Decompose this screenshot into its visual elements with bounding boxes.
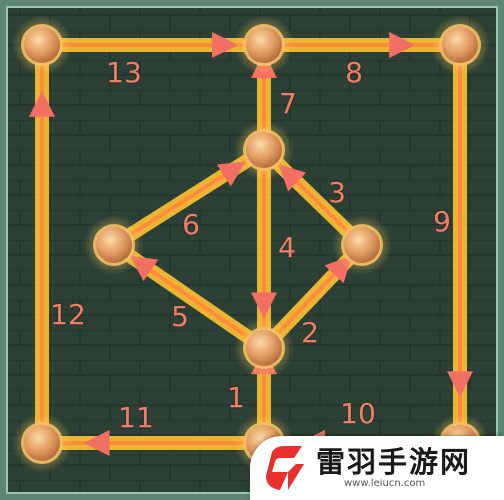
node-top-right[interactable] — [430, 15, 490, 75]
arrow-11-icon — [83, 430, 110, 456]
arrow-4-icon — [251, 292, 277, 319]
lightning-logo-icon — [266, 446, 304, 490]
node-top-left[interactable] — [12, 15, 72, 75]
arrow-13-icon — [212, 32, 239, 58]
node-bottom-left[interactable] — [12, 413, 72, 473]
node-center-low[interactable] — [234, 318, 294, 378]
node-right-mid[interactable] — [332, 215, 392, 275]
watermark-text: 雷羽手游网 www.leiucn.com — [316, 445, 472, 489]
node-center-high[interactable] — [234, 120, 294, 180]
watermark-banner: 雷羽手游网 www.leiucn.com — [250, 436, 504, 500]
node-ball — [246, 27, 282, 63]
watermark-url: www.leiucn.com — [344, 477, 426, 489]
arrow-8-icon — [389, 32, 416, 58]
node-ball — [96, 227, 132, 263]
watermark-title: 雷羽手游网 — [316, 445, 472, 480]
node-ball — [442, 27, 478, 63]
node-ball — [344, 227, 380, 263]
arrow-12-icon — [29, 90, 55, 117]
node-ball — [246, 132, 282, 168]
arrow-9-icon — [447, 371, 473, 398]
node-ball — [246, 330, 282, 366]
node-left-mid[interactable] — [84, 215, 144, 275]
node-ball — [24, 425, 60, 461]
node-ball — [24, 27, 60, 63]
arrow-6-icon — [216, 161, 246, 187]
node-top-center[interactable] — [234, 15, 294, 75]
